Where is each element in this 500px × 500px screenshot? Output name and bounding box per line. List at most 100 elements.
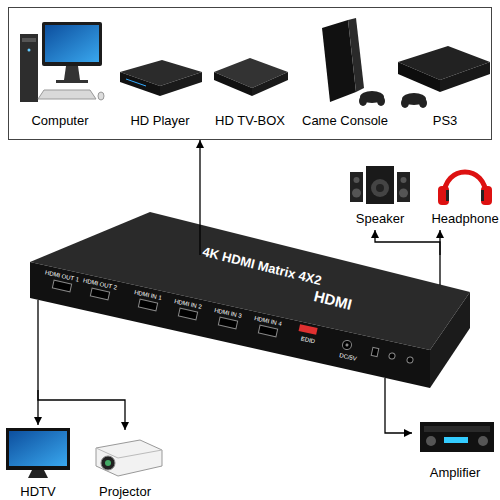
- projector-icon-part: [96, 440, 162, 476]
- device-label: PS3: [433, 114, 458, 127]
- matrix-switch-body-part-part: [388, 352, 395, 359]
- hd-player-icon: [120, 60, 202, 96]
- port-label: HDMI IN 1: [134, 289, 163, 301]
- brand-logo: HDMI: [313, 288, 354, 312]
- speaker-icon-part: [397, 172, 410, 202]
- computer-icon-part: [20, 34, 38, 102]
- headphone-icon-part: [446, 190, 449, 201]
- matrix-switch-body-part: [30, 262, 430, 388]
- port-label: HDMI IN 4: [254, 315, 283, 327]
- matrix-switch-body-part-part: [406, 356, 413, 363]
- signal-arrow: [38, 390, 125, 430]
- computer-icon-part: [45, 25, 99, 62]
- port-label: HDMI OUT 1: [44, 269, 79, 282]
- matrix-switch-body-part: [406, 356, 413, 363]
- connector-group: [38, 140, 440, 433]
- headphone-icon: [438, 172, 492, 205]
- display-device: Projector: [88, 430, 164, 500]
- matrix-switch-body-part: [439, 255, 440, 285]
- amplifier-icon-part: [420, 422, 494, 452]
- hdtv-icon: [6, 428, 70, 478]
- matrix-switch-body-part: [371, 347, 379, 356]
- computer-icon: [20, 22, 104, 102]
- computer-icon-part: [42, 22, 102, 66]
- audio-device: Headphone: [428, 160, 498, 230]
- power-label: DC/5V: [339, 352, 358, 362]
- source-device: PS3: [400, 15, 488, 130]
- matrix-switch-body-part: [384, 378, 385, 390]
- computer-icon-part: [28, 49, 31, 52]
- computer-icon-part: [98, 92, 104, 100]
- device-label: Headphone: [431, 212, 498, 225]
- matrix-switch-body-part-part: [218, 317, 237, 329]
- headphone-icon-part: [481, 186, 492, 205]
- source-device: Came Console: [300, 15, 392, 130]
- display-device: HDTV: [2, 425, 74, 500]
- port-label: HDMI IN 3: [214, 307, 243, 319]
- signal-arrow: [37, 390, 38, 425]
- ps3-icon-part: [419, 98, 427, 108]
- device-label: HDTV: [20, 485, 55, 498]
- audio-device: Speaker: [345, 160, 415, 230]
- headphone-icon-part: [444, 172, 486, 196]
- device-label: HD Player: [130, 114, 189, 127]
- speaker-icon-part: [401, 177, 407, 183]
- device-label: HD TV-BOX: [215, 114, 285, 127]
- hd-player-icon-part: [120, 72, 160, 96]
- tv-box-icon: [214, 58, 288, 96]
- computer-icon-part: [64, 66, 80, 80]
- matrix-switch-body-part-part: [299, 324, 318, 335]
- matrix-switch-body-part: [342, 340, 353, 351]
- speaker-icon-part: [371, 179, 389, 197]
- source-device: HD Player: [118, 15, 202, 130]
- matrix-switch-body-part-part: [345, 343, 349, 347]
- hd-player-icon-part: [126, 79, 146, 86]
- matrix-switch-body-part: [258, 325, 277, 337]
- speaker-icon-part: [366, 166, 394, 204]
- projector-icon-part: [105, 460, 111, 466]
- speaker-icon-part: [399, 189, 408, 198]
- hdtv-icon-part: [6, 428, 70, 470]
- headphone-icon-part: [481, 190, 484, 201]
- matrix-switch-body-part: [299, 324, 318, 335]
- matrix-switch-body-part-part: [342, 340, 353, 351]
- matrix-switch-body-part: [218, 317, 237, 329]
- device-label: Speaker: [356, 212, 404, 225]
- speaker-icon-part: [376, 184, 384, 192]
- product-name: 4K HDMI Matrix 4X2: [201, 245, 323, 287]
- source-device: HD TV-BOX: [208, 15, 294, 130]
- device-label: Projector: [99, 485, 151, 498]
- matrix-switch-body-part-part: [138, 299, 157, 311]
- projector-icon-part: [101, 456, 115, 470]
- amplifier-icon-part: [424, 426, 490, 432]
- signal-arrow: [375, 230, 440, 255]
- game-console-icon-part: [348, 18, 364, 92]
- amplifier-icon-part: [426, 436, 436, 446]
- computer-icon-part: [22, 38, 36, 42]
- speaker-icon-part: [350, 172, 363, 202]
- matrix-switch-body-part: [138, 299, 157, 311]
- device-label: Computer: [31, 114, 88, 127]
- speaker-icon-part: [352, 189, 361, 198]
- ps3-icon-part: [398, 62, 440, 92]
- hdtv-icon-part: [28, 470, 48, 478]
- matrix-switch-body-part: [52, 280, 71, 292]
- matrix-switch-body-part: [388, 352, 395, 359]
- tv-box-icon-part: [214, 72, 252, 96]
- game-console-icon: [322, 18, 385, 106]
- port-label: HDMI OUT 2: [82, 277, 117, 290]
- matrix-switch-body-part-part: [90, 288, 109, 300]
- amplifier-icon-part: [478, 436, 488, 446]
- matrix-switch-body-part-part: [371, 347, 379, 356]
- signal-arrow: [199, 140, 200, 255]
- ps3-icon-part: [401, 98, 409, 108]
- projector-icon: [96, 440, 162, 476]
- computer-icon-part: [56, 80, 88, 83]
- speaker-icon-part: [354, 177, 360, 183]
- game-console-icon-part: [359, 96, 367, 106]
- matrix-switch-body-part-part: [258, 325, 277, 337]
- amplifier-icon-part: [444, 437, 468, 443]
- headphone-icon-part: [438, 186, 449, 205]
